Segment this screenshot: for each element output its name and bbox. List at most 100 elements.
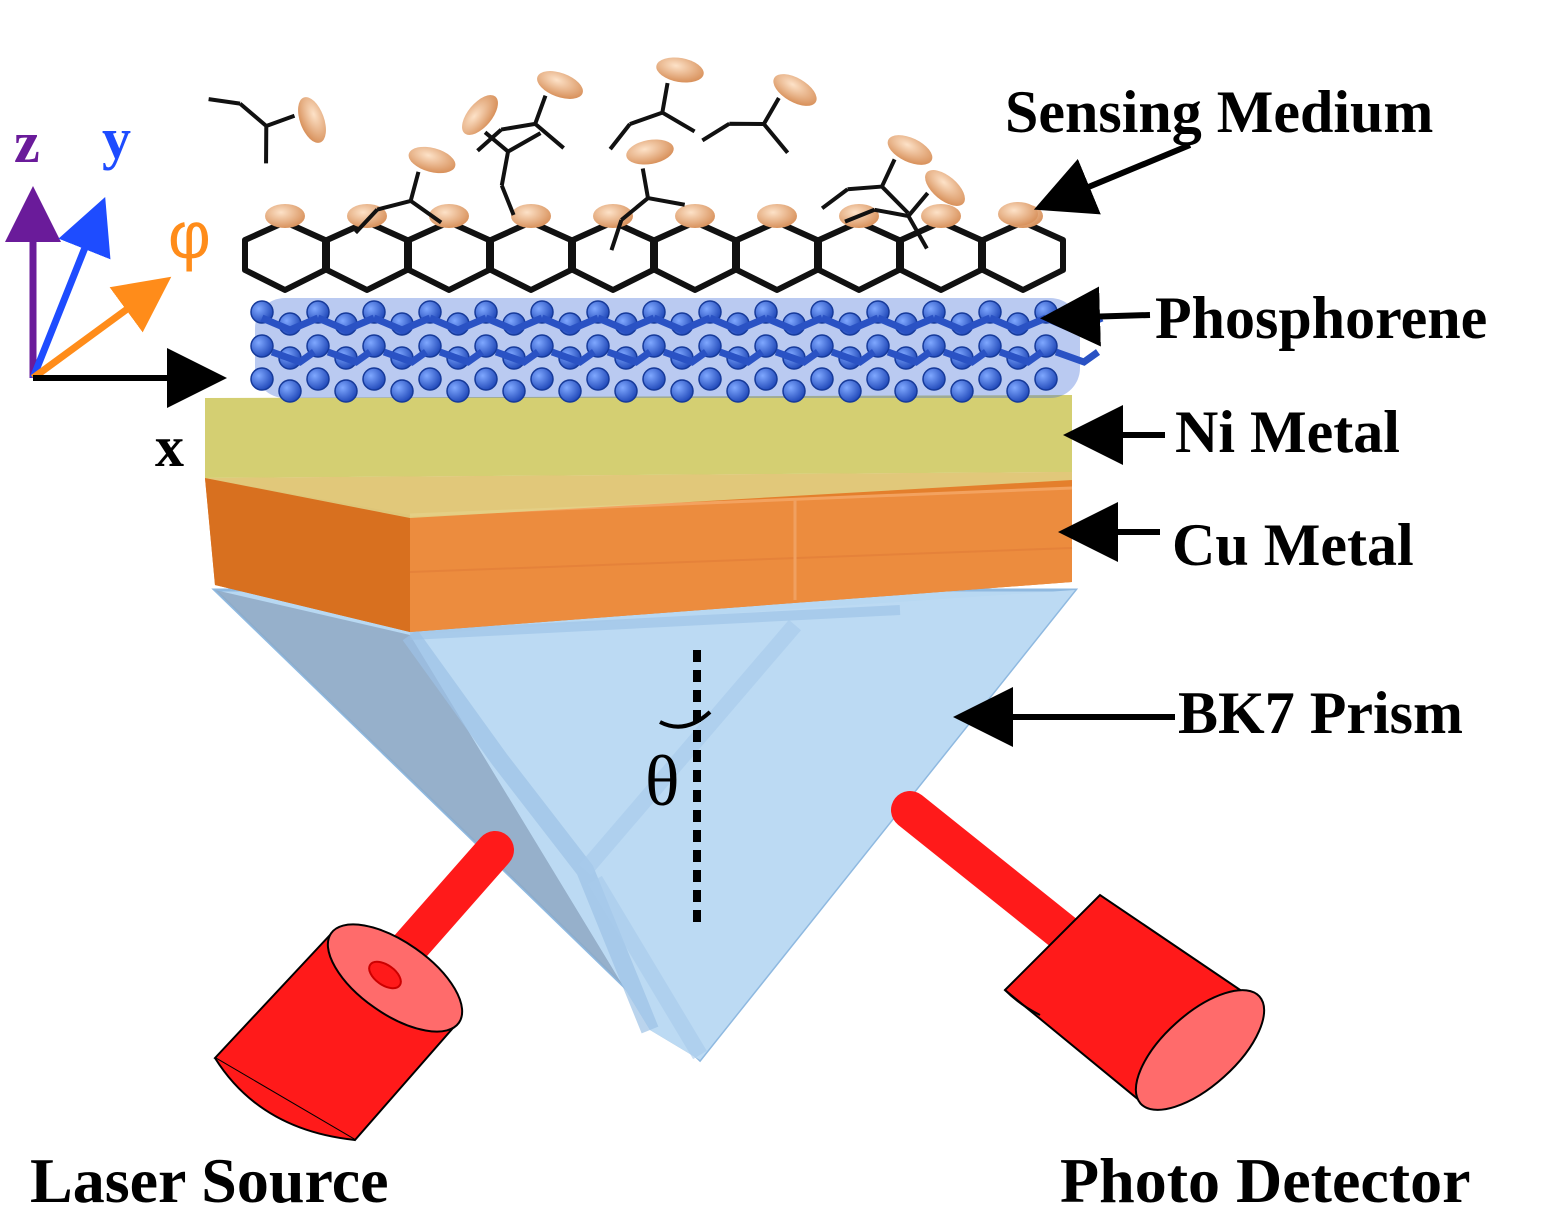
- molecule-body: [626, 139, 674, 165]
- phosphorus-atom: [502, 379, 526, 403]
- phosphorus-bond: [988, 314, 1048, 366]
- lattice-hexagon: [816, 219, 902, 293]
- hexagonal-lattice: [242, 219, 1066, 293]
- molecule-body: [537, 71, 583, 99]
- phosphorus-bond: [708, 314, 768, 366]
- surface-molecule: [998, 202, 1038, 226]
- phosphorus-atom: [1006, 379, 1030, 403]
- phosphorus-atom: [1034, 367, 1058, 391]
- receptor-branch: [844, 191, 930, 250]
- phosphorus-bond: [316, 314, 376, 366]
- surface-molecule: [511, 204, 551, 228]
- phosphorene-pointer: [1040, 286, 1151, 347]
- receptor-branch: [701, 96, 790, 155]
- phosphorus-atom: [362, 367, 386, 391]
- phosphorus-atom: [334, 379, 358, 403]
- phosphorus-atom: [642, 367, 666, 391]
- phosphorus-bond: [540, 314, 600, 366]
- free-molecule: [844, 170, 965, 250]
- lattice-hexagon: [324, 219, 410, 293]
- lattice-hexagon: [570, 219, 656, 293]
- theta-label: θ: [645, 741, 680, 821]
- phosphorene-label: Phosphorene: [1155, 285, 1487, 351]
- ni-metal-label: Ni Metal: [1175, 399, 1400, 465]
- phosphorus-atom: [838, 379, 862, 403]
- phosphorus-atom: [698, 367, 722, 391]
- phosphorus-bond: [372, 314, 432, 366]
- phosphorus-bond: [428, 314, 488, 366]
- phosphorus-atom: [726, 379, 750, 403]
- phosphorene-layer: [250, 298, 1104, 403]
- x-axis-label: x: [155, 414, 184, 479]
- sensing-medium-pointer: [1033, 142, 1192, 215]
- label-arrows: [953, 142, 1192, 747]
- coordinate-axes: z y φ x: [4, 106, 227, 479]
- free-molecule: [208, 97, 326, 164]
- phosphorus-atom: [306, 367, 330, 391]
- free-molecule: [820, 135, 933, 215]
- laser-source-device: [213, 831, 514, 1142]
- y-axis-label: y: [102, 106, 131, 171]
- phosphorus-bond: [484, 314, 544, 366]
- free-molecule: [462, 95, 542, 216]
- phosphorus-atom: [558, 379, 582, 403]
- phosphorus-bond: [652, 314, 712, 366]
- phi-axis-label: φ: [168, 198, 211, 272]
- free-molecule: [354, 146, 456, 235]
- phosphorus-bond: [932, 314, 992, 366]
- reflected-beam: [891, 791, 1104, 969]
- phosphorus-atom: [250, 367, 274, 391]
- surface-molecule: [265, 204, 305, 228]
- receptor-branch: [820, 158, 910, 215]
- angle-arc: [659, 710, 712, 729]
- phosphorus-atom: [586, 367, 610, 391]
- lattice-hexagon: [488, 219, 574, 293]
- phosphorus-atom: [810, 367, 834, 391]
- receptor-branch: [354, 171, 443, 235]
- receptor-branch: [609, 168, 686, 251]
- lattice-hexagon: [980, 219, 1066, 293]
- cu-metal-label: Cu Metal: [1172, 512, 1414, 578]
- phosphorus-atom: [474, 367, 498, 391]
- phosphorus-atom: [978, 367, 1002, 391]
- phosphorus-atom: [390, 379, 414, 403]
- free-molecule: [476, 71, 583, 153]
- cu-metal-layer: [205, 472, 1073, 632]
- phosphorus-atom: [446, 379, 470, 403]
- ni-metal-layer: [205, 395, 1072, 518]
- receptor-branch: [476, 94, 565, 153]
- molecule-body: [462, 95, 498, 135]
- lattice-hexagon: [242, 219, 328, 293]
- receptor-branch: [483, 130, 542, 216]
- surface-molecules: [265, 202, 1043, 228]
- free-molecule: [701, 74, 817, 155]
- phosphorus-bond: [764, 314, 824, 366]
- phosphorus-bond: [596, 314, 656, 366]
- phosphorus-atom: [894, 379, 918, 403]
- phi-axis-arrow: [30, 276, 172, 381]
- molecule-body: [887, 135, 933, 165]
- free-molecule: [609, 139, 686, 251]
- sensing-medium-label: Sensing Medium: [1005, 79, 1433, 145]
- phosphorus-bond: [260, 314, 320, 366]
- free-molecules: [208, 57, 965, 251]
- y-axis-arrow: [29, 196, 111, 380]
- receptor-branch: [208, 97, 296, 164]
- incidence-angle: θ: [645, 650, 712, 925]
- phosphorus-atom: [950, 379, 974, 403]
- phosphorus-atom: [250, 334, 274, 358]
- phosphorus-atom: [670, 379, 694, 403]
- surface-molecule: [757, 204, 797, 228]
- phosphorus-atom: [866, 367, 890, 391]
- z-axis-label: z: [14, 110, 40, 175]
- photo-detector-device: [891, 791, 1266, 1111]
- surface-molecule: [921, 204, 961, 228]
- phosphorus-atom: [614, 379, 638, 403]
- molecule-body: [408, 146, 456, 174]
- lattice-hexagon: [652, 219, 738, 293]
- phosphorus-atom: [418, 367, 442, 391]
- free-molecule: [608, 57, 704, 151]
- molecule-body: [773, 74, 817, 106]
- molecule-body: [925, 170, 965, 206]
- phosphorus-bond: [820, 314, 880, 366]
